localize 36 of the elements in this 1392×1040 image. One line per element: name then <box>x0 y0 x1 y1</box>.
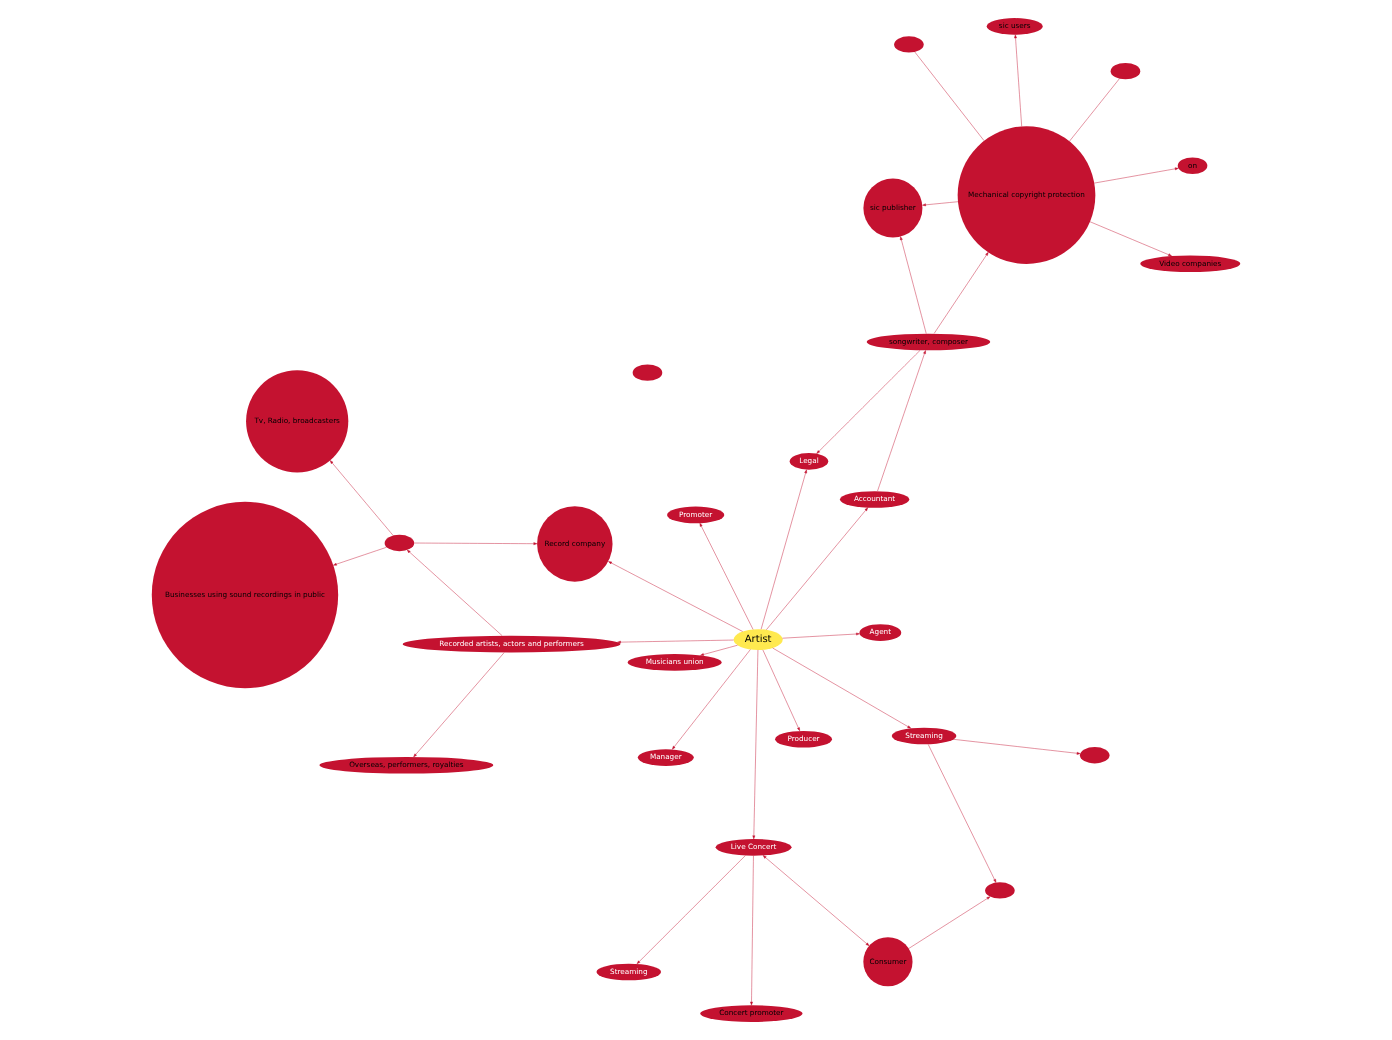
arrow <box>928 744 997 883</box>
arrow <box>922 201 959 207</box>
arrow <box>1089 221 1172 257</box>
arrow <box>1094 167 1179 184</box>
arrow <box>762 649 800 732</box>
connector <box>914 51 985 141</box>
arrow <box>406 549 503 636</box>
arrow <box>608 561 743 632</box>
arrow <box>782 632 860 639</box>
node-ellipse <box>1110 62 1141 80</box>
node-ellipse <box>632 364 663 381</box>
arrow <box>329 460 394 536</box>
arrow <box>900 236 927 334</box>
arrow <box>699 523 754 630</box>
arrow <box>953 739 1081 755</box>
arrow <box>766 507 869 630</box>
arrow <box>700 645 738 656</box>
connector <box>1069 78 1120 142</box>
arrow <box>333 547 387 566</box>
arrow <box>1014 34 1022 127</box>
arrow <box>908 896 991 949</box>
arrow <box>933 252 989 334</box>
arrow <box>413 652 505 758</box>
node-ellipse <box>894 36 924 53</box>
arrow <box>617 639 734 644</box>
arrow <box>877 350 926 492</box>
arrow <box>762 855 870 946</box>
arrow <box>672 649 751 750</box>
arrow <box>750 855 754 1006</box>
arrow <box>752 649 759 840</box>
arrow <box>760 469 807 630</box>
arrow <box>414 542 538 546</box>
arrow <box>636 855 746 965</box>
arrow <box>816 350 921 454</box>
node-ellipse <box>1079 747 1110 764</box>
arrow <box>772 647 912 729</box>
